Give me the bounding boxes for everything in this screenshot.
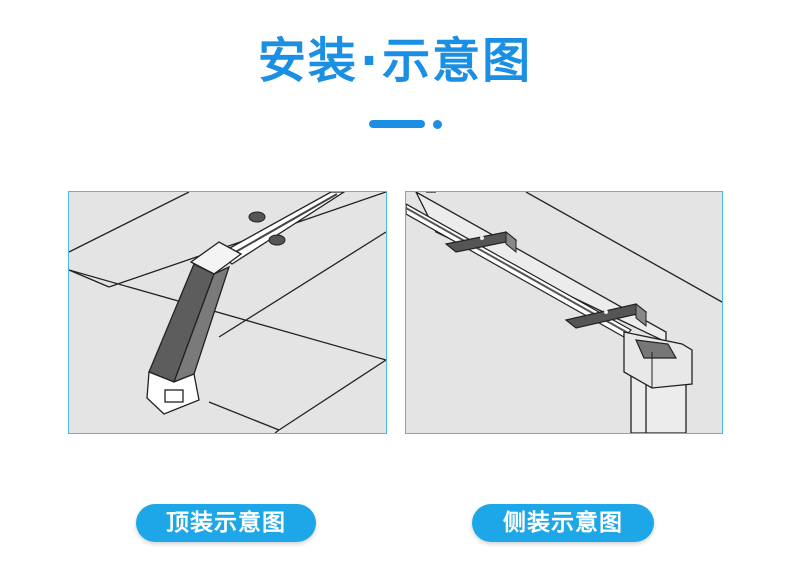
side-mount-label: 侧装示意图	[472, 504, 654, 542]
title-underline-bar	[369, 120, 425, 128]
title-main: 安装	[257, 33, 358, 89]
title-sub: 示意图	[382, 33, 533, 89]
side-mount-diagram	[405, 191, 723, 434]
page-title: 安装·示意图	[0, 26, 790, 96]
ceiling-mount-diagram	[68, 191, 387, 434]
title-separator: ·	[359, 33, 381, 89]
side-mount-illustration	[406, 192, 722, 433]
ceiling-mount-illustration	[69, 192, 386, 433]
ceiling-mount-label: 顶装示意图	[136, 504, 316, 542]
title-underline-dot	[433, 120, 442, 129]
